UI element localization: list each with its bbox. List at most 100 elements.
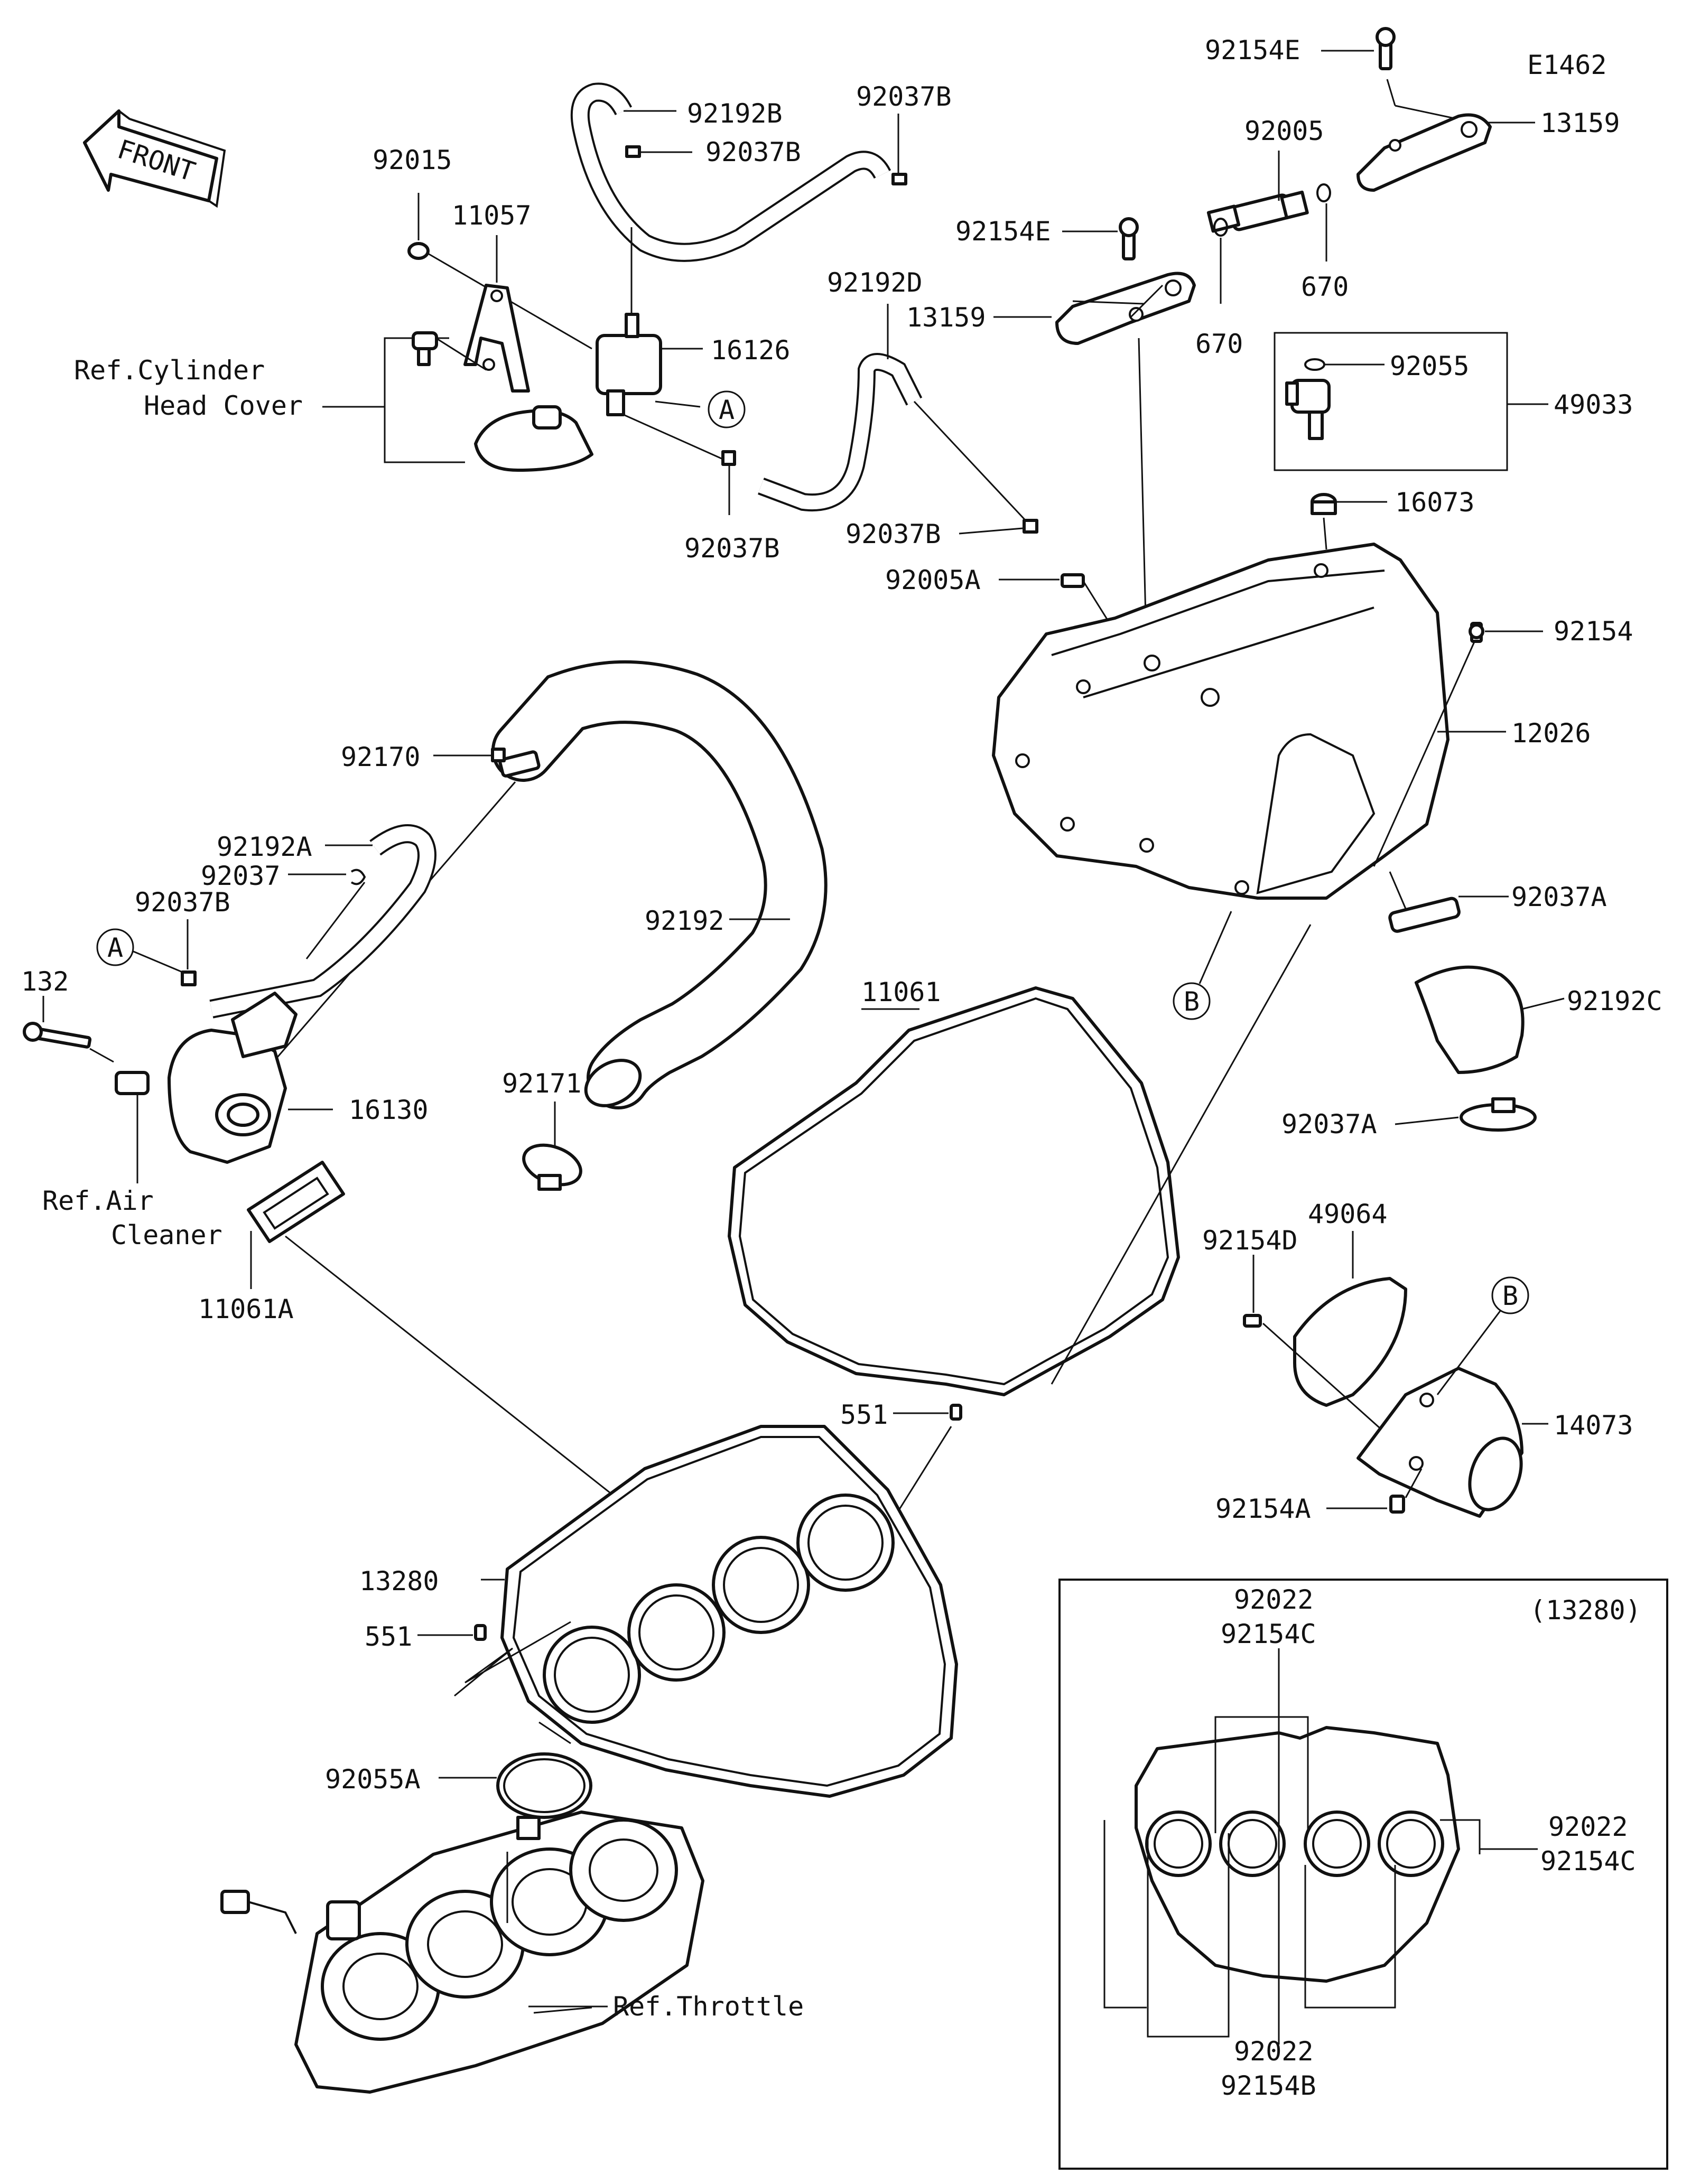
solenoid-16126-icon: [596, 313, 662, 416]
grommet-16073-icon: [1311, 493, 1337, 515]
label-49064: 49064: [1308, 1199, 1388, 1229]
label-92170: 92170: [341, 742, 421, 772]
callout-A-top-letter: A: [719, 395, 735, 425]
valve-92005-icon: [1206, 190, 1309, 233]
bracket-11057: [463, 284, 530, 393]
label-92154E-top: 92154E: [1205, 35, 1300, 66]
label-551-top: 551: [840, 1399, 888, 1430]
clamp-92037A-top: [1388, 897, 1461, 933]
label-92037: 92037: [201, 861, 281, 891]
label-551-left: 551: [365, 1621, 412, 1652]
inset-gasket-icon: [1135, 1726, 1460, 1983]
bracket-13159-mid: [1055, 272, 1196, 345]
callout-B-airbox-letter: B: [1184, 986, 1200, 1017]
head-cover-part-icon: [474, 409, 593, 472]
label-11061: 11061: [861, 977, 941, 1007]
label-92037A-bottom: 92037A: [1281, 1109, 1377, 1140]
label-92055: 92055: [1390, 351, 1470, 381]
ref-air-cleaner-1: Ref.Air: [42, 1186, 154, 1216]
label-92037B-b: 92037B: [856, 81, 952, 112]
inset-top-1: 92022: [1234, 1584, 1314, 1615]
sensor-49033-icon: [1285, 379, 1331, 440]
label-92055A: 92055A: [325, 1764, 421, 1795]
label-16073: 16073: [1395, 487, 1475, 518]
o-ring-92055A: [496, 1752, 592, 1819]
clip-92037-icon: [350, 869, 366, 885]
label-13159-mid: 13159: [906, 302, 986, 333]
label-92005A: 92005A: [885, 565, 981, 595]
bolt-head-cover-icon: [412, 331, 438, 366]
hose-92192C: [1415, 965, 1525, 1074]
label-92154A: 92154A: [1215, 1494, 1311, 1524]
label-11057: 11057: [452, 200, 532, 231]
inset-bottom-2: 92154B: [1221, 2070, 1316, 2101]
front-arrow-icon: FRONT: [83, 109, 226, 208]
callout-B-airbox: [1173, 982, 1211, 1020]
label-16126: 16126: [711, 335, 791, 366]
label-92154D: 92154D: [1202, 1225, 1298, 1256]
throttle-body-icon: [220, 1810, 704, 2094]
label-92037B-e: 92037B: [135, 887, 230, 918]
label-92154: 92154: [1554, 616, 1633, 647]
airbox-12026: [992, 543, 1450, 900]
callout-A-top: [708, 390, 746, 428]
clamp-92170-icon: [491, 748, 541, 778]
ref-air-cleaner-2: Cleaner: [111, 1220, 222, 1250]
bolt-92154A-icon: [1389, 1495, 1405, 1514]
label-92037A-top: 92037A: [1511, 882, 1607, 912]
label-49033: 49033: [1554, 389, 1633, 420]
diagram-code: E1462: [1527, 50, 1607, 80]
label-92192A: 92192A: [217, 832, 312, 862]
nut-92015-icon: [407, 242, 430, 260]
label-92005: 92005: [1244, 116, 1324, 146]
callout-B-duct-letter: B: [1502, 1281, 1518, 1311]
label-12026: 12026: [1511, 718, 1591, 749]
label-92037B-a: 92037B: [705, 137, 801, 167]
callout-A-left: [96, 928, 134, 966]
label-16130: 16130: [349, 1095, 429, 1125]
callout-B-duct: [1491, 1276, 1529, 1314]
label-13280: 13280: [359, 1566, 439, 1597]
bore-4-icon: [796, 1494, 895, 1592]
inset-top-2: 92154C: [1221, 1619, 1316, 1649]
bore-3-icon: [712, 1536, 810, 1634]
bolt-92154E-mid-icon: [1119, 217, 1139, 260]
inset-bottom-1: 92022: [1234, 2036, 1314, 2067]
inset-box: [1058, 1579, 1668, 2170]
label-92037B-c: 92037B: [684, 533, 780, 564]
bore-1-icon: [543, 1626, 641, 1724]
bolt-92154E-top-icon: [1376, 27, 1396, 70]
gasket-11061: [728, 986, 1180, 1396]
bracket-13159-top: [1356, 113, 1492, 192]
gasket-11061A: [247, 1161, 345, 1243]
label-13159-top: 13159: [1540, 108, 1620, 138]
label-92192B: 92192B: [687, 98, 783, 129]
label-11061A: 11061A: [198, 1294, 294, 1324]
ref-cylinder-head-cover-1: Ref.Cylinder: [74, 355, 265, 386]
ref-cylinder-head-cover-2: Head Cover: [144, 390, 303, 421]
clamp-92037A-bottom-icon: [1460, 1097, 1537, 1132]
label-670-mid: 670: [1195, 329, 1243, 359]
label-92192C: 92192C: [1567, 986, 1662, 1016]
plate-49064: [1293, 1277, 1407, 1407]
inset-right-2: 92154C: [1540, 1846, 1636, 1877]
clamp-92171-icon: [522, 1143, 582, 1191]
label-92192D: 92192D: [827, 267, 923, 298]
hose-92192D: [758, 353, 923, 512]
ref-throttle: Ref.Throttle: [613, 1991, 804, 2022]
sensor-assembly-box: [1274, 332, 1508, 471]
label-670-right: 670: [1301, 272, 1349, 302]
label-92171: 92171: [502, 1068, 582, 1099]
label-92154E-mid: 92154E: [955, 216, 1051, 247]
label-132: 132: [21, 966, 69, 997]
label-92192: 92192: [645, 906, 724, 936]
inset-title: (13280): [1530, 1595, 1641, 1626]
label-92015: 92015: [373, 145, 452, 175]
callout-A-left-letter: A: [107, 932, 123, 963]
bolt-132-icon: [23, 1022, 92, 1049]
bore-2-icon: [627, 1583, 726, 1682]
label-14073: 14073: [1554, 1410, 1633, 1441]
inset-right-1: 92022: [1548, 1812, 1628, 1842]
bolt-92154-icon: [1469, 622, 1484, 643]
